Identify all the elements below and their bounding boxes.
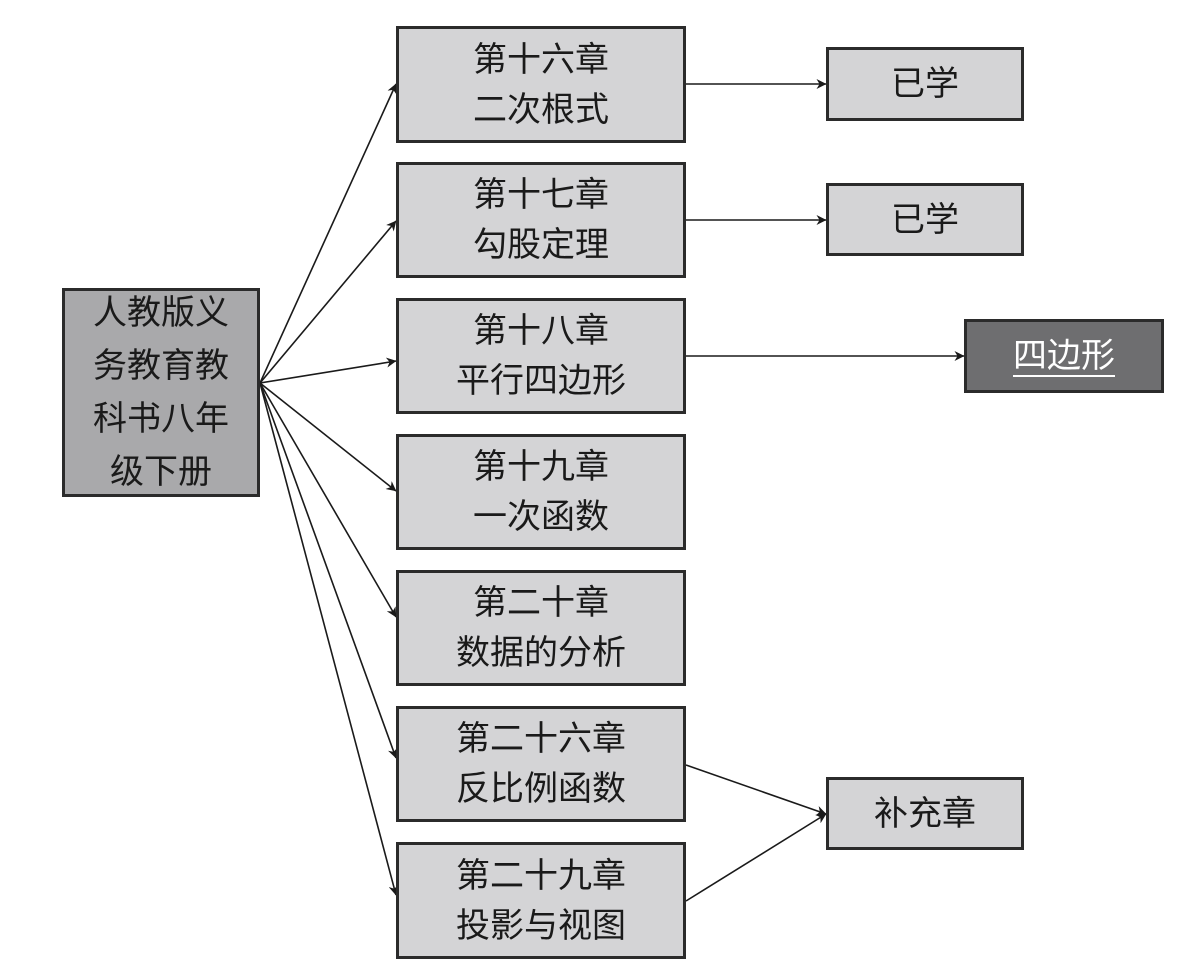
- chapter-title: 二次根式: [473, 89, 609, 130]
- arrow-ch29-to-result: [685, 813, 827, 902]
- root-line: 务教育教: [93, 345, 229, 386]
- root-line: 科书八年: [93, 398, 229, 439]
- chapter-box-20: 第二十章 数据的分析: [396, 570, 686, 686]
- chapter-box-16: 第十六章 二次根式: [396, 26, 686, 143]
- chapter-title: 数据的分析: [456, 633, 626, 673]
- chapter-number: 第十七章: [473, 175, 609, 215]
- chapter-number: 第二十九章: [456, 855, 626, 896]
- arrow-ch26-to-result: [685, 764, 827, 816]
- chapter-title: 平行四边形: [456, 361, 626, 401]
- chapter-number: 第二十章: [473, 583, 609, 623]
- chapter-number: 第十八章: [473, 311, 609, 351]
- result-label: 四边形: [1013, 336, 1115, 376]
- chapter-box-19: 第十九章 一次函数: [396, 434, 686, 550]
- chapter-box-18: 第十八章 平行四边形: [396, 298, 686, 414]
- chapter-title: 一次函数: [473, 497, 609, 537]
- chapter-box-26: 第二十六章 反比例函数: [396, 706, 686, 822]
- result-box-learned-16: 已学: [826, 47, 1024, 121]
- chapter-number: 第十九章: [473, 447, 609, 487]
- result-label: 补充章: [874, 793, 976, 834]
- result-label: 已学: [891, 64, 959, 104]
- root-box: 人教版义 务教育教 科书八年 级下册: [62, 288, 260, 497]
- arrow-root-to-ch19: [259, 382, 397, 492]
- chapter-number: 第二十六章: [456, 719, 626, 759]
- result-label: 已学: [891, 199, 959, 240]
- arrow-root-to-ch16: [259, 83, 397, 384]
- root-line: 级下册: [110, 451, 212, 492]
- result-box-supplementary: 补充章: [826, 777, 1024, 850]
- chapter-number: 第十六章: [473, 39, 609, 80]
- chapter-title: 勾股定理: [473, 225, 609, 265]
- result-box-quadrilateral: 四边形: [964, 319, 1164, 393]
- root-line: 人教版义: [93, 292, 229, 333]
- chapter-title: 投影与视图: [456, 905, 626, 946]
- arrow-root-to-ch29: [259, 382, 399, 896]
- result-box-learned-17: 已学: [826, 183, 1024, 256]
- arrow-root-to-ch26: [259, 382, 398, 759]
- arrow-root-to-ch20: [259, 382, 397, 618]
- arrow-root-to-ch18: [259, 357, 397, 384]
- arrow-root-to-ch17: [259, 220, 397, 384]
- chapter-box-29: 第二十九章 投影与视图: [396, 842, 686, 959]
- chapter-box-17: 第十七章 勾股定理: [396, 162, 686, 278]
- chapter-title: 反比例函数: [456, 769, 626, 809]
